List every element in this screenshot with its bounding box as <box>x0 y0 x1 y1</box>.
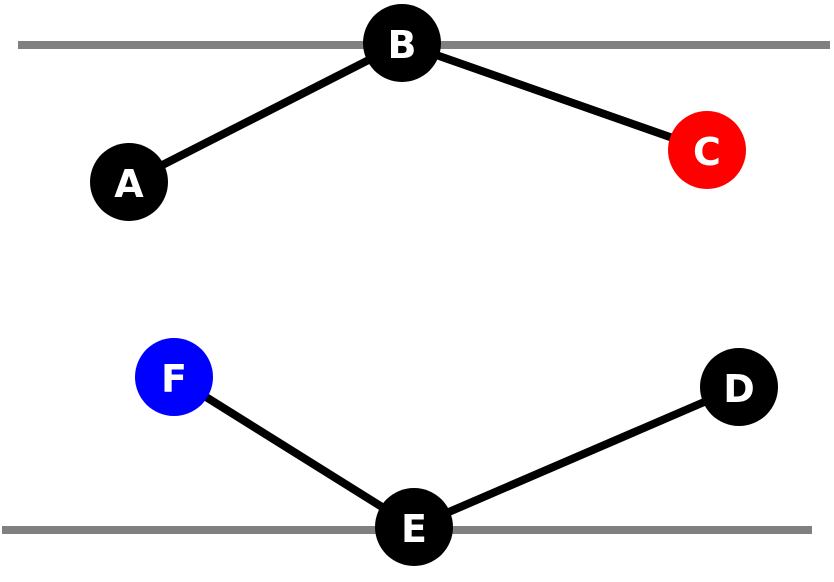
node-a-label: A <box>114 162 144 206</box>
node-b: B <box>363 4 441 82</box>
node-d-circle <box>700 348 778 426</box>
node-b-circle <box>363 4 441 82</box>
node-d: D <box>700 348 778 426</box>
edge-a-b <box>125 39 406 186</box>
node-c: C <box>668 111 746 189</box>
node-c-circle <box>668 111 746 189</box>
node-e: E <box>375 488 453 566</box>
node-e-label: E <box>401 507 427 551</box>
node-b-label: B <box>388 23 417 67</box>
node-f: F <box>135 338 213 416</box>
node-e-circle <box>375 488 453 566</box>
node-f-label: F <box>161 357 187 401</box>
node-a-circle <box>90 143 168 221</box>
edge-e-d <box>410 383 743 531</box>
node-f-circle <box>135 338 213 416</box>
edge-b-c <box>398 39 711 154</box>
node-c-label: C <box>693 130 721 174</box>
edge-f-e <box>170 373 418 531</box>
node-a: A <box>90 143 168 221</box>
node-d-label: D <box>723 367 755 411</box>
